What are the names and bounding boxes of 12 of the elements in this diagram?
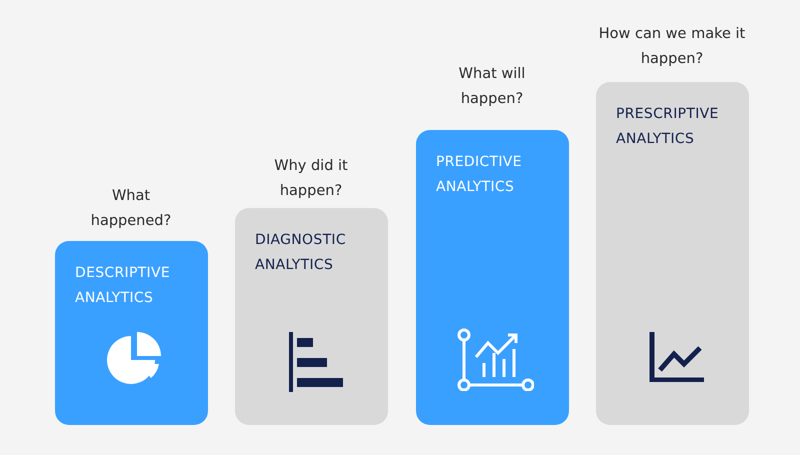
analytics-bar	[596, 82, 749, 425]
question-caption: Why did it happen?	[273, 157, 349, 201]
bar-title: DESCRIPTIVE ANALYTICS	[75, 264, 171, 308]
question-caption: How can we make it happen?	[598, 25, 746, 69]
bar-title: PRESCRIPTIVE ANALYTICS	[616, 105, 720, 149]
question-caption: What will happen?	[458, 65, 526, 109]
bar-title: PREDICTIVE ANALYTICS	[436, 153, 523, 197]
analytics-bar	[416, 130, 569, 425]
question-caption: What happened?	[90, 187, 172, 231]
analytics-bar	[235, 208, 388, 425]
analytics-bar	[55, 241, 208, 425]
bar-title: DIAGNOSTIC ANALYTICS	[255, 231, 347, 275]
